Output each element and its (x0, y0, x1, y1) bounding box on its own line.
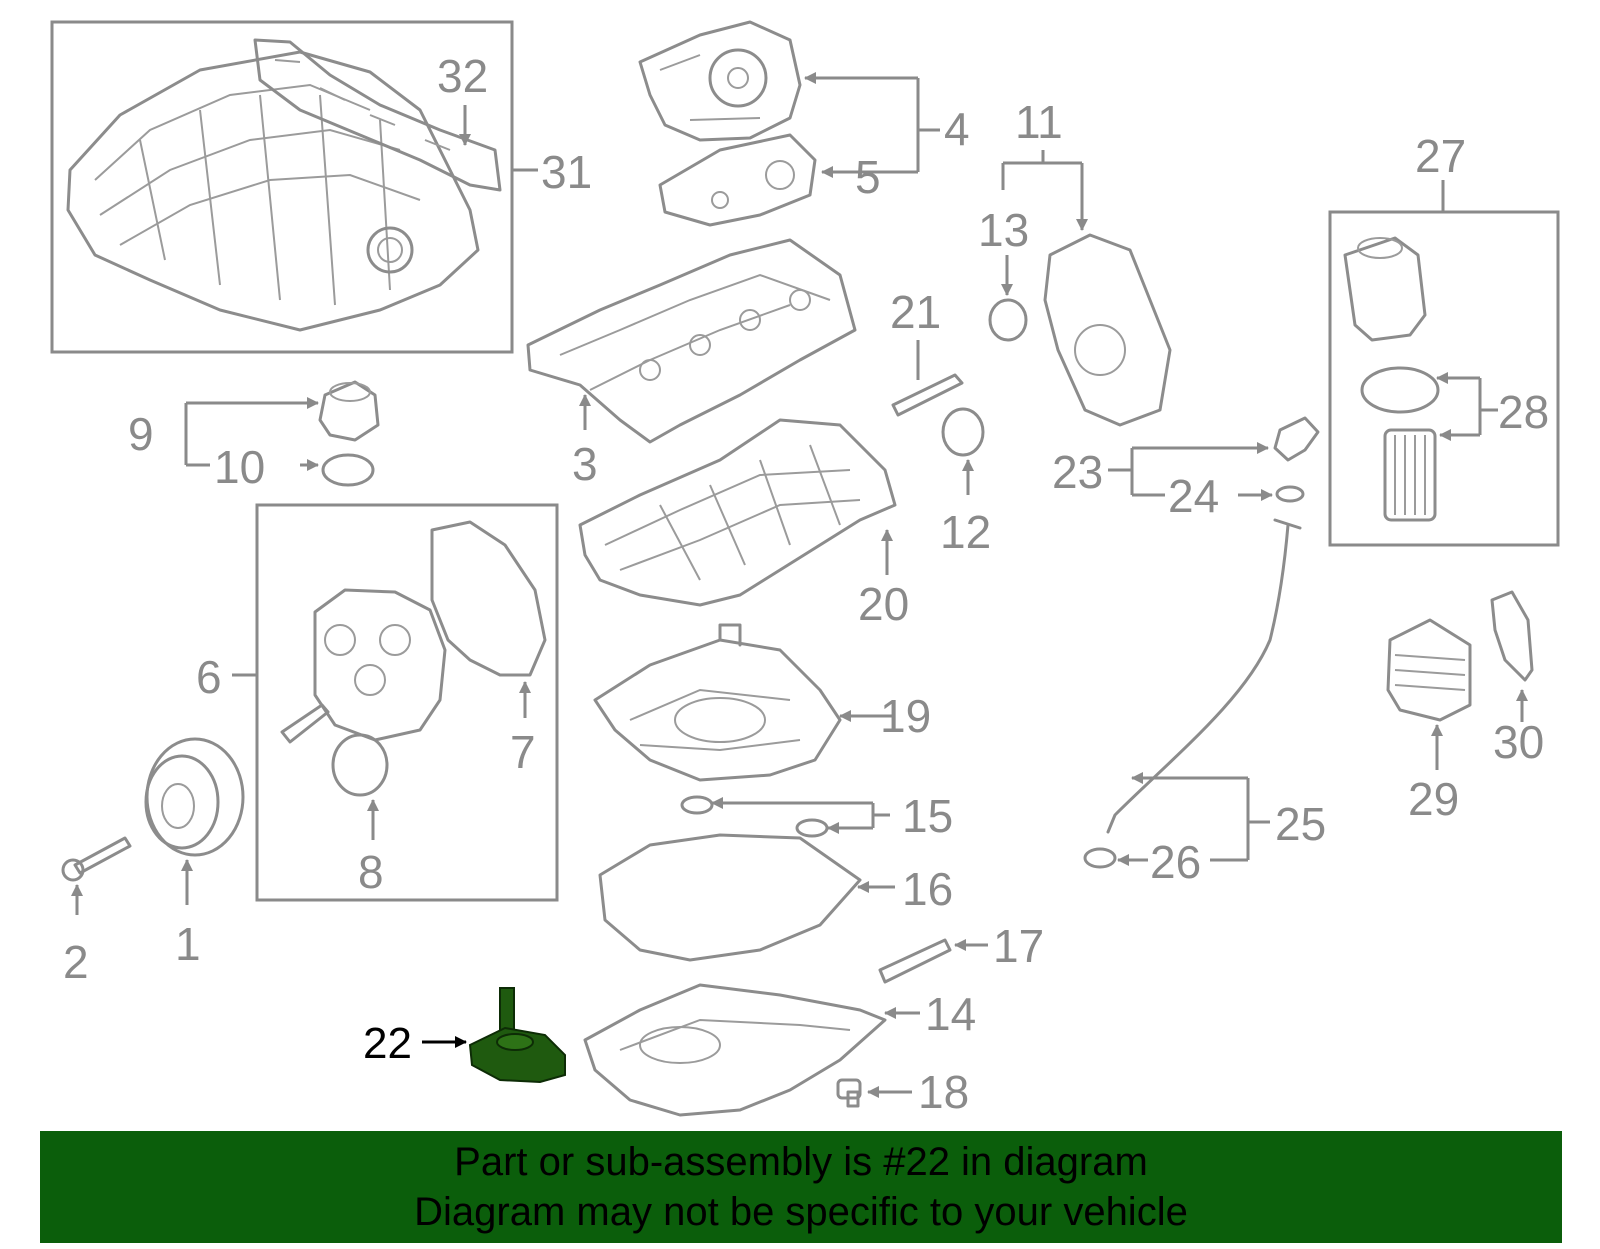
cover-bolt (280, 703, 330, 744)
callout-2: 2 (63, 936, 89, 988)
intake-manifold-gasket (253, 38, 502, 192)
callout-14: 14 (925, 988, 976, 1040)
callout-21: 21 (890, 286, 941, 338)
filter-housing-o-ring (1360, 366, 1440, 414)
callout-18: 18 (918, 1066, 969, 1118)
callout-13: 13 (978, 204, 1029, 256)
callout-1: 1 (175, 918, 201, 970)
callout-11: 11 (1015, 96, 1063, 148)
vent-housing-gasket (658, 133, 817, 227)
callout-8: 8 (358, 846, 384, 898)
crankcase-vent-housing (638, 20, 802, 142)
oil-cooler (1386, 618, 1472, 722)
timing-cover-group-box (255, 503, 559, 902)
oil-pan (583, 983, 887, 1117)
cylinder-head (578, 418, 897, 607)
callout-27: 27 (1415, 130, 1466, 182)
callout-5: 5 (855, 151, 881, 203)
callout-23: 23 (1052, 446, 1103, 498)
guide-cap-seal (1275, 485, 1305, 503)
dipstick-tube (1106, 523, 1290, 834)
callout-9: 9 (128, 408, 154, 460)
callout-22-highlighted: 22 (363, 1019, 412, 1068)
leader-lines (71, 72, 1528, 1098)
callout-15: 15 (902, 790, 953, 842)
callout-25: 25 (1275, 798, 1326, 850)
oil-filter-cap (1343, 236, 1427, 342)
timing-cover-gasket (430, 520, 547, 677)
callout-17: 17 (993, 920, 1044, 972)
callout-19: 19 (880, 690, 931, 742)
drain-plug (836, 1078, 862, 1108)
oil-pan-gasket (598, 833, 862, 962)
callout-29: 29 (1408, 773, 1459, 825)
callout-7: 7 (510, 726, 536, 778)
crankshaft-pulley (144, 737, 245, 857)
sealant-tube (878, 938, 952, 984)
oil-filter-element (1383, 428, 1437, 522)
callout-4: 4 (944, 103, 970, 155)
callout-28: 28 (1498, 386, 1549, 438)
callout-32: 32 (437, 50, 488, 102)
intake-manifold (66, 50, 480, 332)
callout-31: 31 (541, 146, 592, 198)
cylinder-head-cover (526, 238, 857, 444)
cover-seal (331, 733, 389, 797)
callout-20: 20 (858, 578, 909, 630)
timing-cover (313, 588, 447, 742)
callout-30: 30 (1493, 716, 1544, 768)
callout-10: 10 (214, 441, 265, 493)
sealant-tube-upper (891, 373, 964, 417)
oil-cooler-gasket (1490, 590, 1534, 682)
banner-line-disclaimer: Diagram may not be specific to your vehi… (414, 1190, 1188, 1234)
banner-line-part: Part or sub-assembly is #22 in diagram (454, 1140, 1148, 1184)
oil-filler-cap (318, 380, 380, 442)
callout-26: 26 (1150, 836, 1201, 888)
intake-manifold-group-box (50, 20, 514, 354)
camshaft-seal (941, 407, 985, 457)
seal-ring-upper (680, 795, 714, 815)
callout-12: 12 (940, 506, 991, 558)
oil-dipstick-guide-cap (1273, 416, 1320, 462)
oil-level-sensor-highlighted (468, 987, 566, 1084)
pulley-bolt (61, 836, 132, 882)
front-engine-cover (1043, 233, 1172, 427)
dipstick-tube-seal (1083, 847, 1117, 869)
filler-cap-seal (321, 453, 375, 487)
oil-baffle (593, 623, 842, 782)
callout-24: 24 (1168, 470, 1219, 522)
seal-ring-lower (795, 818, 829, 838)
callout-3: 3 (572, 438, 598, 490)
info-banner: Part or sub-assembly is #22 in diagram D… (40, 1131, 1562, 1243)
callout-16: 16 (902, 863, 953, 915)
callout-6: 6 (196, 651, 222, 703)
cover-oil-seal (988, 298, 1028, 342)
